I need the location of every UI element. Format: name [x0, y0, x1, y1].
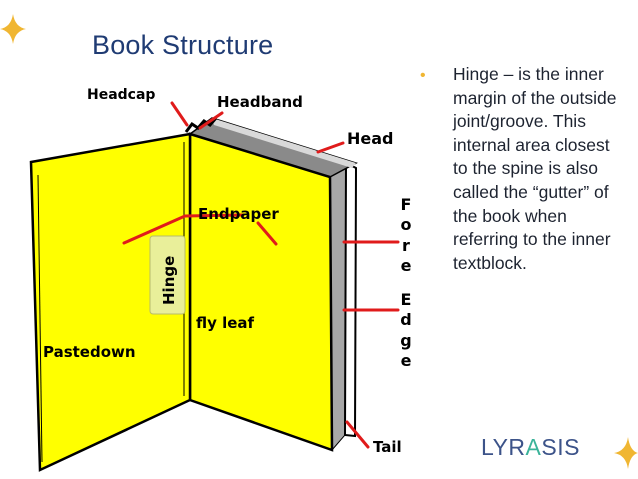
- fore-edge-letter: e: [401, 351, 412, 370]
- logo-accent-letter: A: [525, 434, 542, 460]
- fore-edge-letter: e: [401, 256, 412, 275]
- hinge-label-box: [149, 235, 186, 315]
- fore-edge-letter: o: [401, 215, 412, 234]
- diagram-label-tail: Tail: [373, 438, 402, 456]
- bullet-dot-icon: •: [420, 67, 426, 84]
- corner-star-bottom-right-icon: [614, 437, 638, 469]
- diagram-label-hinge: Hinge: [160, 256, 178, 305]
- diagram-label-head: Head: [347, 129, 394, 148]
- diagram-label-fly-leaf: fly leaf: [196, 314, 255, 332]
- lyrasis-logo: LYRASIS: [481, 434, 580, 461]
- diagram-label-headband: Headband: [217, 93, 303, 111]
- diagram-label-fore-edge: F o r e E d g e: [400, 195, 411, 370]
- pastedown-page: [29, 132, 192, 472]
- fore-edge-letter: g: [400, 331, 411, 350]
- fore-edge-letter: r: [402, 236, 410, 255]
- logo-text-end: SIS: [541, 434, 580, 460]
- logo-text-start: LYR: [481, 434, 526, 460]
- headband-mark: [184, 117, 218, 133]
- diagram-label-pastedown: Pastedown: [43, 343, 136, 361]
- pointer-arrows: [122, 101, 400, 449]
- fore-edge-letter: E: [401, 290, 412, 309]
- book-cover-right-edge: [343, 161, 358, 438]
- bullet-text: Hinge – is the inner margin of the outsi…: [453, 64, 617, 273]
- corner-star-top-left-icon: [0, 14, 26, 44]
- diagram-label-endpaper: Endpaper: [198, 205, 279, 223]
- fore-edge-letter: F: [401, 195, 412, 214]
- slide-title: Book Structure: [92, 30, 274, 60]
- fly-leaf-page: [188, 132, 334, 452]
- diagram-label-headcap: Headcap: [87, 87, 155, 103]
- fore-edge-letter: d: [400, 310, 411, 329]
